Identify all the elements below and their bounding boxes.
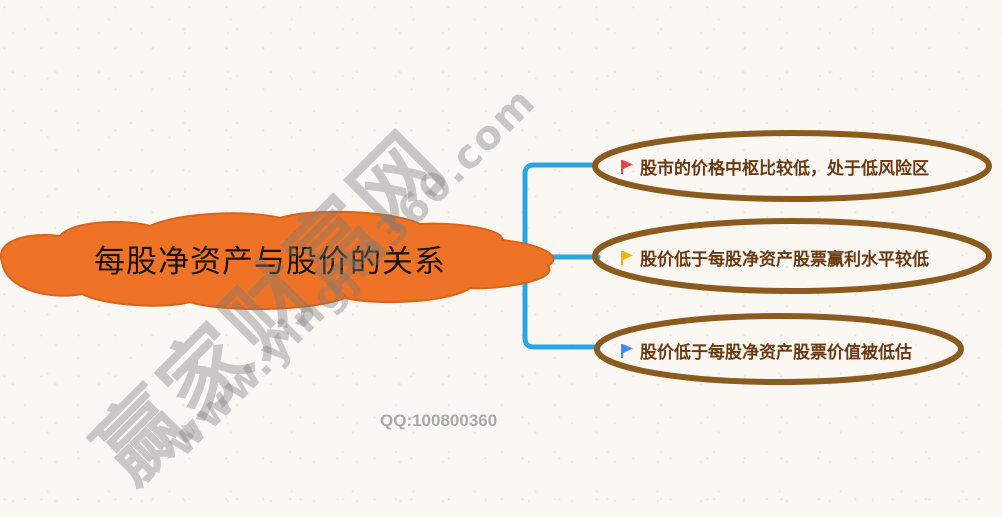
branch-ellipse-2[interactable] — [592, 218, 992, 294]
branch-label-2: 股价低于每股净资产股票赢利水平较低 — [640, 250, 929, 270]
branch-ellipse-3[interactable] — [594, 313, 964, 385]
branch-label-1: 股市的价格中枢比较低，处于低风险区 — [640, 159, 929, 179]
blue-flag-icon — [621, 343, 633, 358]
red-flag-icon — [621, 159, 633, 174]
branch-item-2[interactable]: 股价低于每股净资产股票赢利水平较低 — [620, 245, 929, 270]
yellow-flag-icon — [621, 250, 633, 265]
central-topic-label: 每股净资产与股价的关系 — [94, 244, 446, 280]
qq-contact-text: QQ:100800360 — [380, 411, 498, 430]
branch-item-3[interactable]: 股价低于每股净资产股票价值被低估 — [620, 338, 912, 363]
branch-label-3: 股价低于每股净资产股票价值被低估 — [640, 343, 912, 363]
branch-ellipse-1[interactable] — [592, 130, 992, 202]
branch-ellipses — [592, 130, 992, 385]
branch-item-1[interactable]: 股市的价格中枢比较低，处于低风险区 — [620, 154, 929, 179]
central-topic-cloud[interactable] — [0, 210, 555, 311]
